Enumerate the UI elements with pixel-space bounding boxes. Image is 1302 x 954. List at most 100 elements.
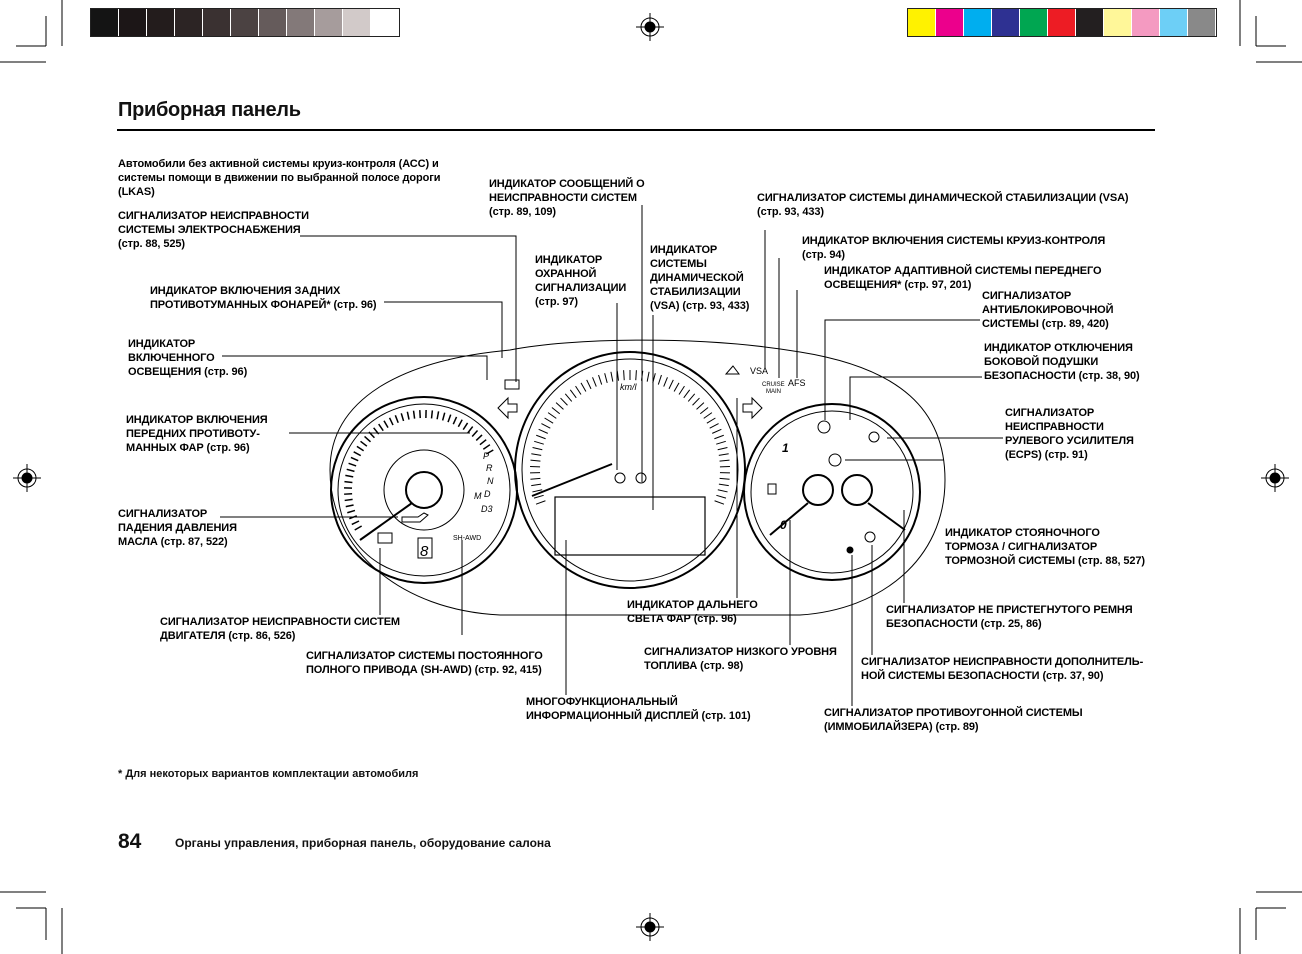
abs-icon <box>817 420 831 434</box>
label-rear-fog-indicator: ИНДИКАТОР ВКЛЮЧЕНИЯ ЗАДНИХ ПРОТИВОТУМАНН… <box>150 285 377 311</box>
color-swatch <box>908 9 936 36</box>
gear-letter: D <box>484 489 491 499</box>
fuel-empty-mark: 0 <box>780 518 787 532</box>
footnote: * Для некоторых вариантов комплектации а… <box>118 768 419 780</box>
label-front-fog-indicator: ИНДИКАТОР ВКЛЮЧЕНИЯ ПЕРЕДНИХ ПРОТИВОТУ- … <box>126 414 268 454</box>
gear-position-display <box>417 537 433 559</box>
gauge-tick <box>535 500 546 505</box>
label-parking-brake-indicator: ИНДИКАТОР СТОЯНОЧНОГО ТОРМОЗА / СИГНАЛИЗ… <box>945 527 1145 567</box>
color-swatch <box>147 9 175 36</box>
gear-letter: R <box>486 463 493 473</box>
srs-icon <box>868 431 880 443</box>
gauge-tick <box>569 389 577 399</box>
gauge-tick <box>544 417 554 424</box>
gauge-tick <box>646 371 650 382</box>
gauge-tick <box>717 489 728 493</box>
gauge-tick <box>447 414 452 423</box>
gauge-tick <box>350 456 359 462</box>
gauge-tick <box>712 428 722 434</box>
gauge-tick <box>538 428 548 434</box>
color-swatch <box>119 9 147 36</box>
fuel-needle <box>769 502 809 536</box>
gauge-tick <box>531 453 542 456</box>
gauge-tick <box>541 423 551 429</box>
gauge-tick <box>586 379 592 390</box>
gauge-tick <box>709 423 719 429</box>
label-abs-warning: СИГНАЛИЗАТОР АНТИБЛОКИРОВОЧНОЙ СИСТЕМЫ (… <box>982 290 1114 330</box>
registration-target-right <box>1261 464 1289 492</box>
gauge-tick <box>564 393 573 402</box>
gauge-tick <box>531 483 542 487</box>
leader-line <box>824 319 980 420</box>
gauge-tick <box>475 434 483 441</box>
gauge-tick <box>394 415 399 424</box>
page-number: 84 <box>118 830 142 853</box>
color-swatch <box>315 9 343 36</box>
color-swatch <box>1160 9 1188 36</box>
color-swatch <box>371 9 399 36</box>
gauge-tick <box>657 374 662 385</box>
gauge-tick <box>547 412 557 419</box>
gauge-tick <box>388 417 394 426</box>
color-swatch <box>1132 9 1160 36</box>
gauge-tick <box>532 489 543 493</box>
fuel-temp-gauge <box>743 403 921 581</box>
label-security-indicator: ИНДИКАТОР ОХРАННОЙ СИГНАЛИЗАЦИИ (стр. 97… <box>535 254 627 308</box>
gauge-tick <box>530 459 541 462</box>
gauge-tick <box>719 459 730 462</box>
gauge-tick <box>345 504 354 508</box>
gauge-tick <box>406 411 410 420</box>
gear-letter: D3 <box>481 504 493 514</box>
color-swatch <box>964 9 992 36</box>
speedometer <box>514 351 746 589</box>
gauge-tick <box>560 397 568 406</box>
gauge-tick <box>441 412 446 421</box>
label-engine-warning: СИГНАЛИЗАТОР НЕИСПРАВНОСТИ СИСТЕМ ДВИГАТ… <box>160 616 401 642</box>
gauge-tick <box>400 413 405 422</box>
gauge-tick <box>485 449 494 455</box>
gauge-tick <box>714 434 724 440</box>
gauge-tick <box>692 397 700 406</box>
color-swatch <box>936 9 964 36</box>
gauge-tick <box>623 370 625 381</box>
label-vsa-indicator: ИНДИКАТОР СИСТЕМЫ ДИНАМИЧЕСКОЙ СТАБИЛИЗА… <box>650 244 750 312</box>
gauge-tick <box>354 525 363 531</box>
leader-line <box>384 301 503 358</box>
fuel-pump-icon <box>767 483 777 495</box>
color-swatch <box>1104 9 1132 36</box>
gauge-tick <box>555 402 564 410</box>
tachometer <box>330 396 518 584</box>
gauge-tick <box>356 445 365 452</box>
gauge-tick <box>604 373 608 384</box>
gauge-tick <box>592 377 597 387</box>
gauge-tick <box>430 410 434 419</box>
left-turn-arrow-icon <box>497 396 518 420</box>
leader-line <box>300 235 517 382</box>
gauge-tick <box>551 407 561 415</box>
color-swatch <box>91 9 119 36</box>
gauge-tick <box>706 417 716 424</box>
vsa-icon: VSA <box>750 366 768 376</box>
label-seatbelt-warning: СИГНАЛИЗАТОР НЕ ПРИСТЕГНУТОГО РЕМНЯ БЕЗО… <box>886 604 1133 630</box>
process-color-bar <box>907 8 1217 37</box>
gauge-tick <box>716 440 726 445</box>
label-srs-warning: СИГНАЛИЗАТОР НЕИСПРАВНОСТИ ДОПОЛНИТЕЛЬ- … <box>861 656 1144 682</box>
temp-needle <box>867 502 906 531</box>
gauge-tick <box>696 402 705 410</box>
oil-can-icon <box>401 512 429 523</box>
leader-line <box>849 376 982 420</box>
gauge-tick <box>703 412 713 419</box>
title-rule <box>117 129 1155 131</box>
gauge-tick <box>678 385 685 395</box>
gauge-tick <box>699 407 709 415</box>
color-swatch <box>287 9 315 36</box>
intro-note: Автомобили без активной системы круиз-ко… <box>118 158 441 198</box>
cruise-main-icon: CRUISE <box>762 382 785 388</box>
gauge-tick <box>351 520 360 526</box>
gauge-tick <box>598 374 603 385</box>
gauge-tick <box>412 410 416 419</box>
color-swatch <box>343 9 371 36</box>
engine-check-icon <box>377 532 393 544</box>
gauge-tick <box>436 411 440 420</box>
gauge-tick <box>673 382 680 392</box>
